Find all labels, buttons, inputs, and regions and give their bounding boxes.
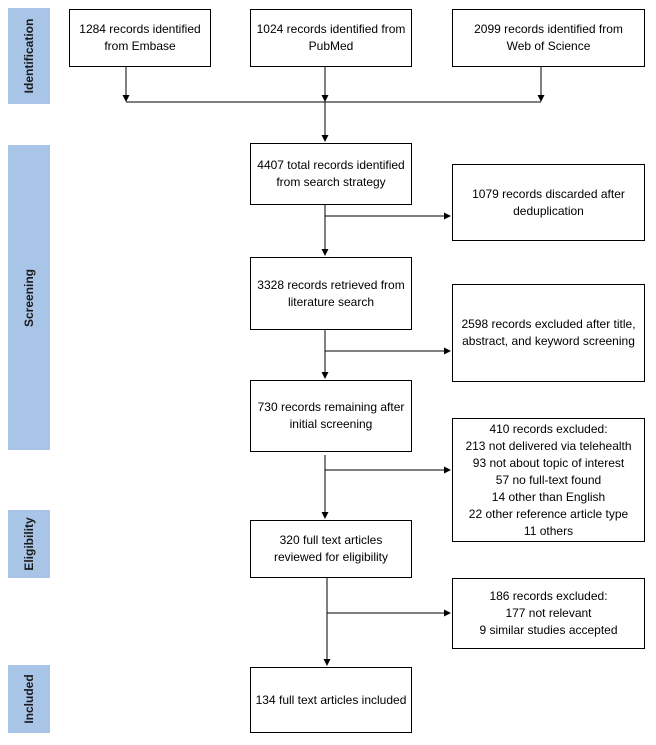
phase-identification: Identification (8, 8, 50, 104)
box-embase-line2: from Embase (104, 39, 176, 53)
box-included-line1: 134 full text articles included (255, 692, 407, 707)
box-embase: 1284 records identified from Embase (69, 9, 211, 67)
box-fulltext-line1: 320 full text articles (279, 533, 383, 547)
box-retrieved: 3328 records retrieved from literature s… (250, 257, 412, 330)
box-total-line2: from search strategy (276, 175, 386, 189)
box-retrieved-line2: literature search (287, 294, 375, 309)
phase-included: Included (8, 665, 50, 733)
box-total-records: 4407 total records identified from searc… (250, 143, 412, 205)
box-dedup-line1: 1079 records discarded after (472, 186, 625, 201)
box-deduplication: 1079 records discarded after deduplicati… (452, 164, 645, 241)
box-excluded-410-line5: 14 other than English (491, 489, 606, 504)
box-excluded-186-line2: 177 not relevant (505, 606, 592, 620)
box-embase-line1: 1284 records identified (79, 22, 201, 36)
box-title-excluded-line1: 2598 records excluded after title, (461, 317, 636, 331)
box-wos-line1: 2099 records identified from (474, 22, 623, 36)
box-excluded-410-line3: 93 not about topic of interest (472, 455, 625, 470)
phase-eligibility: Eligibility (8, 510, 50, 578)
box-excluded-186: 186 records excluded: 177 not relevant 9… (452, 578, 645, 649)
box-excluded-410-line1: 410 records excluded: (489, 421, 608, 436)
box-remaining: 730 records remaining after initial scre… (250, 380, 412, 452)
box-retrieved-line1: 3328 records retrieved from (257, 277, 405, 292)
box-dedup-line2: deduplication (513, 203, 584, 218)
box-title-excluded-line2: abstract, and keyword screening (462, 334, 635, 348)
box-excluded-186-line1: 186 records excluded: (489, 589, 608, 603)
box-included: 134 full text articles included (250, 667, 412, 733)
box-total-line1: 4407 total records identified (257, 158, 405, 172)
box-pubmed-line1: 1024 records identified from (256, 22, 406, 36)
box-title-screening-excluded: 2598 records excluded after title, abstr… (452, 284, 645, 382)
box-web-of-science: 2099 records identified from Web of Scie… (452, 9, 645, 67)
box-excluded-410: 410 records excluded: 213 not delivered … (452, 418, 645, 542)
box-excluded-186-line3: 9 similar studies accepted (479, 623, 618, 637)
box-pubmed-line2: PubMed (308, 39, 354, 53)
box-excluded-410-line4: 57 no full-text found (495, 472, 602, 487)
box-excluded-410-line7: 11 others (523, 523, 574, 538)
box-excluded-410-line6: 22 other reference article type (468, 506, 629, 521)
box-remaining-line1: 730 records remaining after (257, 400, 405, 414)
phase-screening: Screening (8, 145, 50, 450)
box-full-text-review: 320 full text articles reviewed for elig… (250, 520, 412, 578)
box-fulltext-line2: reviewed for eligibility (273, 550, 389, 564)
box-remaining-line2: initial screening (289, 417, 373, 431)
box-excluded-410-line2: 213 not delivered via telehealth (465, 438, 632, 453)
box-pubmed: 1024 records identified from PubMed (250, 9, 412, 67)
box-wos-line2: Web of Science (506, 39, 591, 53)
